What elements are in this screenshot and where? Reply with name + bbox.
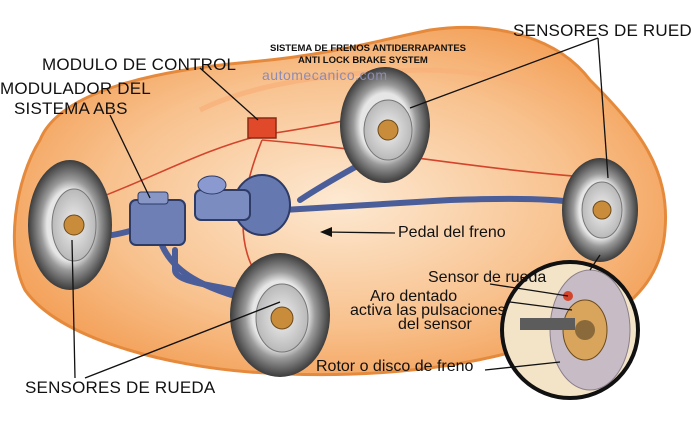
label-brake-pedal: Pedal del freno [398, 224, 506, 241]
control-module-box [247, 117, 277, 139]
car-body [12, 26, 668, 377]
diagram-title-english: ANTI LOCK BRAKE SYSTEM [298, 55, 428, 66]
car-roof-outline [198, 67, 562, 113]
watermark: automecanico.com [262, 67, 388, 83]
wheel-sensor-inset [500, 260, 640, 400]
label-wheel-sensors-top: SENSORES DE RUEDA [513, 21, 691, 40]
wheel-rear-right [562, 158, 638, 262]
wheel-front-left [28, 160, 112, 290]
label-control-module: MODULO DE CONTROL [42, 55, 237, 74]
abs-modulator-unit [129, 191, 186, 246]
label-abs-modulator-line2: SISTEMA ABS [14, 99, 128, 118]
label-brake-rotor: Rotor o disco de freno [316, 358, 474, 375]
label-toothed-ring-line2: activa las pulsaciones [350, 302, 506, 319]
wheel-rear-left [340, 67, 430, 183]
wheel-front-right [230, 253, 330, 377]
brake-booster [194, 174, 291, 236]
label-wheel-sensor: Sensor de rueda [428, 269, 547, 286]
label-wheel-sensors-bottom: SENSORES DE RUEDA [25, 378, 216, 397]
label-toothed-ring-line3: del sensor [398, 316, 472, 333]
label-abs-modulator-line1: MODULADOR DEL [0, 79, 151, 98]
diagram-title-spanish: SISTEMA DE FRENOS ANTIDERRAPANTES [270, 43, 466, 54]
pedal-arrow-head [320, 227, 332, 237]
label-toothed-ring-line1: Aro dentado [370, 288, 458, 305]
leader-lines [71, 37, 609, 379]
